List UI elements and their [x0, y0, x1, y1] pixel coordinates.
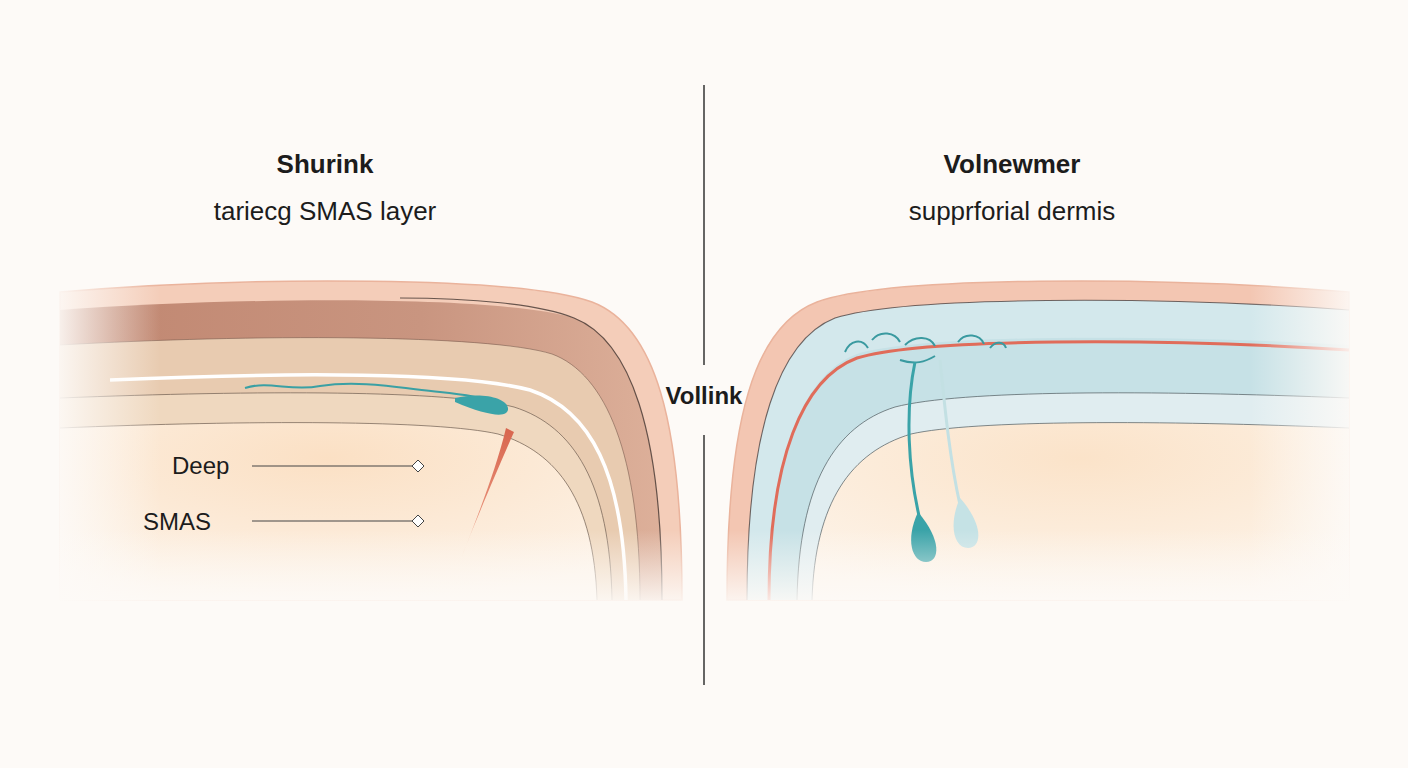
divider-line: [703, 85, 705, 365]
left-skin-layers: [50, 260, 700, 620]
right-skin-layers: [710, 260, 1360, 620]
panel-subtitle: tariecg SMAS layer: [214, 196, 437, 227]
callout-label: Deep: [172, 452, 229, 481]
divider-line: [703, 435, 705, 685]
panel-subtitle: supprforial dermis: [909, 196, 1116, 227]
callout-label: SMAS: [143, 508, 211, 537]
leader-lines: [252, 460, 424, 527]
center-label: Vollink: [666, 382, 743, 411]
panel-title: Shurink: [277, 149, 374, 180]
panel-title: Volnewmer: [944, 149, 1081, 180]
